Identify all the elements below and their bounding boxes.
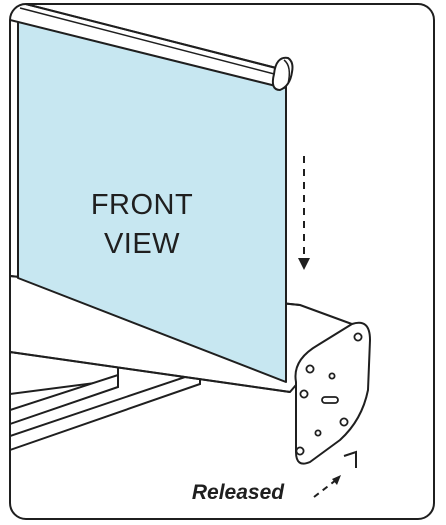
release-label: Released [192,481,285,504]
base-end-plate [294,321,371,465]
release-arrow-icon [313,450,357,498]
top-roller [10,4,294,91]
screen-label-front: FRONT [91,189,193,221]
screen-label-view: VIEW [104,228,180,260]
down-arrow-icon [298,156,310,270]
diagram-border [9,3,435,520]
